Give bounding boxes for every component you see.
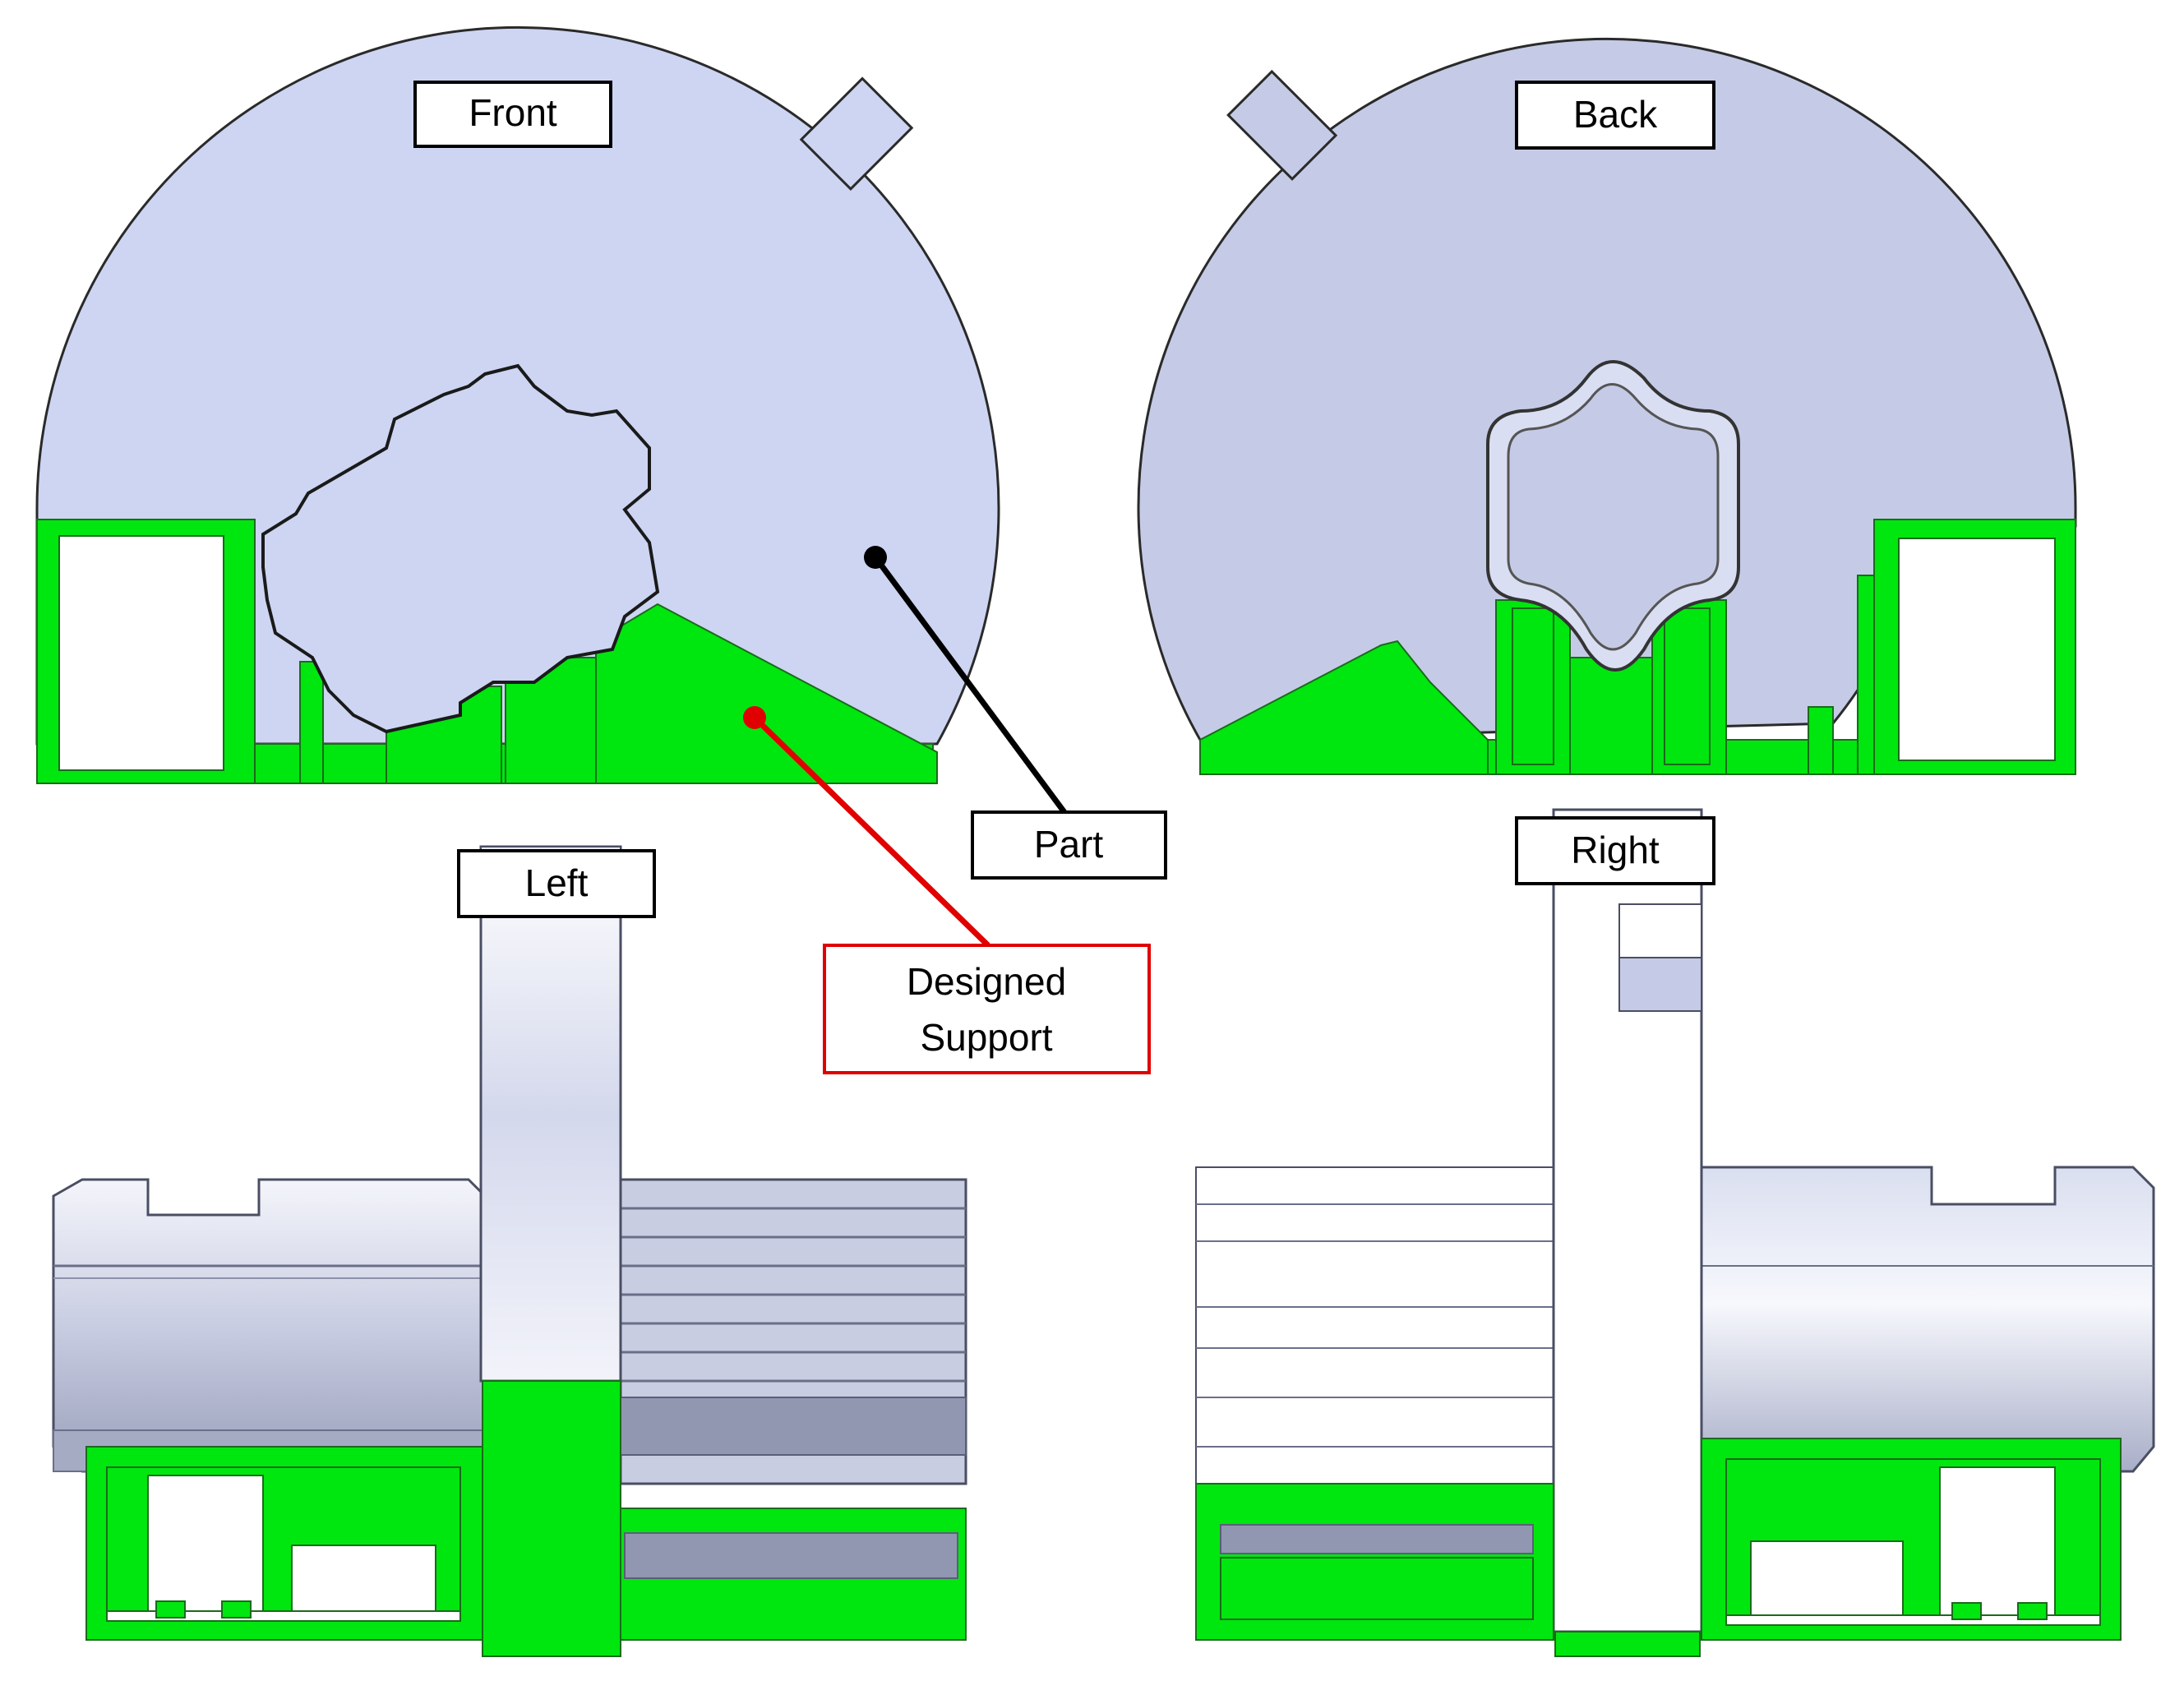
right-part-left-body [1195, 1166, 1554, 1497]
back-support-wedge [1199, 640, 1489, 775]
back-label-box [1515, 81, 1715, 150]
support-label-box [823, 944, 1151, 1074]
part-callout-line [873, 555, 1071, 820]
back-support-column [1569, 657, 1653, 775]
part-label: Part [1034, 823, 1104, 866]
support-label-line1: Designed [907, 960, 1066, 1003]
part-callout-dot [864, 546, 887, 569]
front-view: Front [35, 25, 1000, 784]
right-label-box [1515, 816, 1715, 885]
back-support-column [1808, 706, 1834, 775]
left-part-band [479, 845, 622, 1383]
support-label-line2: Support [920, 1016, 1052, 1059]
front-part-tab [799, 76, 914, 192]
right-label: Right [1571, 829, 1660, 871]
support-callout-dot [743, 706, 766, 729]
support-callout-line [752, 715, 990, 948]
right-part-body [1700, 1166, 2155, 1473]
part-callout: Part [864, 546, 1167, 880]
right-support-band [1554, 1631, 1701, 1657]
left-label-box [457, 849, 656, 918]
front-support-wedge [595, 603, 938, 784]
back-view: Back [1137, 37, 2077, 775]
left-label: Left [525, 861, 589, 904]
left-support-band [482, 1380, 621, 1657]
part-label-box [971, 810, 1167, 880]
front-support-column [299, 661, 324, 784]
back-part-tab [1226, 69, 1338, 181]
front-part-cutout [261, 363, 660, 734]
left-view: Left [52, 845, 967, 1657]
back-label: Back [1573, 93, 1658, 136]
front-label: Front [469, 91, 557, 134]
support-callout: Designed Support [743, 706, 1151, 1074]
left-part-body [52, 1178, 487, 1473]
front-label-box [413, 81, 612, 148]
right-view: Right [1195, 808, 2155, 1657]
